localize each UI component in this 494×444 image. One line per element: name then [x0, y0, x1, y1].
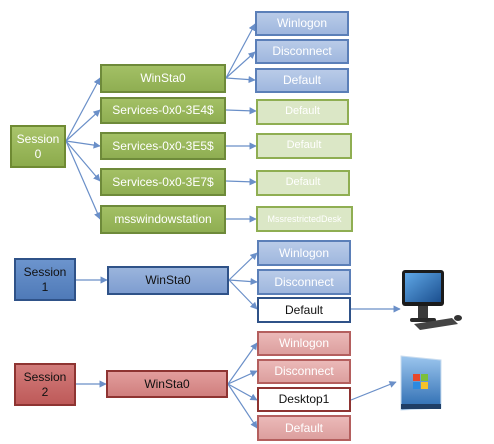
session-2-desktop1: Desktop1 [257, 387, 351, 412]
mss-window-station: msswindowstation [100, 205, 226, 234]
windows-desktop-icon [397, 354, 445, 412]
session-2-disconnect-desktop: Disconnect [257, 359, 351, 384]
mss-restricted-desktop: MssrestrictedDesk [256, 206, 353, 232]
session-1-disconnect-desktop: Disconnect [257, 269, 351, 295]
session-0-winsta0: WinSta0 [100, 64, 226, 93]
computer-monitor-icon [398, 268, 466, 332]
session-2-label: Session 2 [23, 370, 67, 399]
session-0-default-desktop: Default [255, 68, 349, 93]
service-station-3e5: Services-0x0-3E5$ [100, 132, 226, 160]
service-3e7-default-desktop: Default [256, 170, 350, 196]
session-0-winlogon-desktop: Winlogon [255, 11, 349, 36]
session-1-winsta0: WinSta0 [107, 266, 229, 295]
session-1-winlogon-desktop: Winlogon [257, 240, 351, 266]
session-2-box: Session 2 [14, 363, 76, 406]
session-1-default-desktop: Default [257, 297, 351, 323]
session-2-default-desktop: Default [257, 415, 351, 441]
service-station-3e7: Services-0x0-3E7$ [100, 168, 226, 196]
service-3e4-default-desktop: Default [256, 99, 349, 125]
session-2-winlogon-desktop: Winlogon [257, 331, 351, 356]
session-0-label: Session 0 [16, 132, 60, 161]
service-station-3e4: Services-0x0-3E4$ [100, 97, 226, 124]
service-3e5-default-desktop: Default [256, 133, 352, 159]
session-0-disconnect-desktop: Disconnect [255, 39, 349, 64]
session-1-box: Session 1 [14, 258, 76, 301]
session-0-box: Session 0 [10, 125, 66, 168]
session-2-winsta0: WinSta0 [106, 370, 228, 398]
session-1-label: Session 1 [23, 265, 67, 294]
